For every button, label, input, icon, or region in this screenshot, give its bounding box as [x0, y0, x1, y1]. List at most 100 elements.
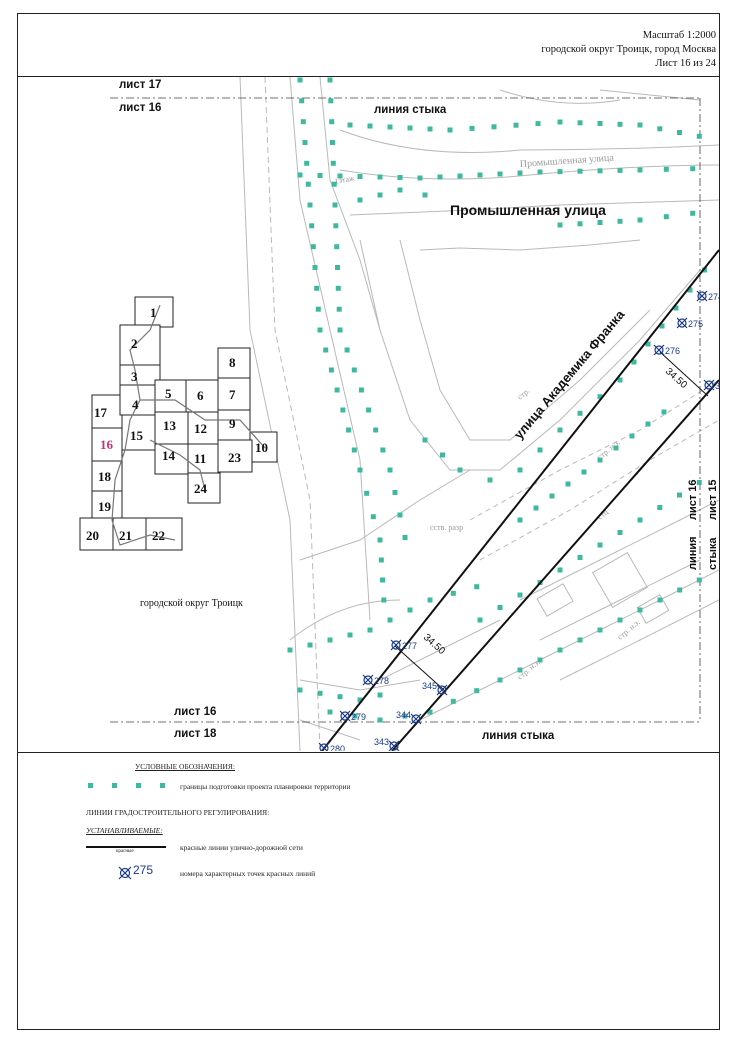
boundary-marker — [597, 457, 603, 463]
svg-text:7: 7 — [229, 387, 236, 402]
boundary-marker — [407, 607, 413, 613]
inset-sheet-16 — [91, 427, 123, 462]
point-label-345: 345 — [422, 681, 437, 691]
boundary-marker — [617, 167, 623, 173]
boundary-marker — [533, 505, 539, 511]
boundary-marker — [535, 121, 541, 127]
svg-text:9: 9 — [229, 416, 236, 431]
boundary-marker — [387, 467, 393, 473]
boundary-marker — [474, 688, 480, 694]
boundary-marker — [337, 173, 343, 179]
boundary-marker — [387, 124, 393, 130]
boundary-marker — [657, 505, 663, 510]
point-label-344: 344 — [396, 710, 411, 720]
point-label-343: 343 — [374, 737, 389, 747]
boundary-marker — [305, 181, 311, 187]
boundary-marker — [402, 713, 408, 719]
boundary-marker — [629, 433, 635, 439]
boundary-marker — [487, 477, 493, 483]
svg-text:сств. разр: сств. разр — [430, 523, 463, 532]
boundary-marker — [331, 181, 337, 187]
boundary-marker — [377, 537, 383, 543]
junction-right-label-2: стыка — [707, 537, 719, 570]
boundary-marker — [617, 218, 623, 224]
boundary-marker — [370, 514, 376, 520]
legend-point-text: номера характерных точек красных линий — [180, 869, 316, 878]
junction-right-label-1: линия — [687, 536, 699, 570]
boundary-marker — [417, 175, 423, 181]
point-label-278: 278 — [374, 676, 389, 686]
point-274: 274 — [696, 290, 719, 302]
boundary-marker — [474, 584, 480, 590]
svg-text:8: 8 — [229, 355, 236, 370]
svg-text:Промышленная улица: Промышленная улица — [519, 152, 614, 170]
boundary-marker — [631, 359, 637, 365]
boundary-marker — [497, 605, 503, 610]
boundary-marker — [577, 410, 583, 416]
sheet-number-text: Лист 16 из 24 — [655, 58, 716, 69]
svg-text:10: 10 — [255, 440, 268, 455]
boundary-marker — [597, 627, 603, 633]
boundary-marker — [357, 697, 363, 703]
boundary-marker — [357, 174, 363, 179]
legend-established-title: УСТАНАВЛИВАЕМЫЕ: — [86, 826, 163, 835]
boundary-marker — [367, 627, 373, 633]
inset-sheet-7 — [217, 377, 251, 411]
boundary-marker — [327, 709, 333, 715]
boundary-marker — [617, 617, 623, 623]
boundary-marker — [297, 172, 303, 178]
boundary-marker — [537, 657, 543, 663]
base-map — [239, 77, 719, 751]
boundary-marker — [469, 125, 475, 131]
boundary-marker — [565, 481, 571, 487]
boundary-marker — [347, 122, 353, 128]
boundary-marker — [577, 555, 583, 560]
boundary-marker — [663, 166, 669, 172]
point-278: 278 — [362, 674, 389, 686]
boundary-marker — [351, 367, 357, 373]
boundary-marker — [673, 305, 679, 311]
boundary-marker — [690, 210, 696, 216]
boundary-marker — [657, 126, 663, 132]
boundary-marker — [328, 367, 334, 373]
boundary-marker — [402, 535, 408, 540]
boundary-marker — [397, 512, 403, 518]
boundary-marker — [302, 140, 308, 145]
boundary-marker — [328, 98, 334, 104]
point-label-277: 277 — [402, 641, 417, 651]
boundary-marker — [557, 567, 563, 573]
boundary-marker — [477, 617, 483, 623]
boundary-marker — [637, 517, 643, 523]
boundary-marker — [659, 323, 665, 329]
district-text: городской округ Троицк, город Москва — [541, 44, 716, 55]
boundary-marker — [364, 490, 370, 496]
boundary-marker — [637, 167, 643, 173]
boundary-marker — [377, 174, 383, 180]
boundary-marker — [437, 174, 443, 180]
sheet-18-label: лист 18 — [174, 728, 217, 740]
boundary-marker — [380, 577, 385, 583]
boundary-marker — [327, 77, 333, 83]
boundary-marker — [357, 197, 363, 203]
boundary-marker — [597, 542, 603, 548]
legend-divider — [17, 752, 720, 753]
point-344: 344 — [396, 710, 422, 725]
boundary-marker — [557, 647, 563, 653]
boundary-marker — [517, 667, 523, 673]
sheet-15-right-label: лист 15 — [707, 479, 719, 520]
boundary-marker — [477, 172, 483, 178]
boundary-marker — [397, 175, 403, 180]
inset-route — [111, 304, 266, 546]
boundary-marker — [517, 517, 523, 523]
boundary-marker — [617, 377, 623, 383]
sheet-16-bottom-label: лист 16 — [174, 706, 217, 718]
point-343: 343 — [374, 737, 400, 751]
boundary-marker — [300, 119, 306, 125]
boundary-marker — [440, 452, 445, 458]
boundary-marker — [687, 287, 693, 293]
inset-labels: 1 2 3 17 4 5 6 8 7 9 10 23 12 13 15 16 1… — [86, 305, 268, 543]
boundary-marker — [657, 597, 663, 603]
inset-sheet-2 — [119, 324, 161, 366]
